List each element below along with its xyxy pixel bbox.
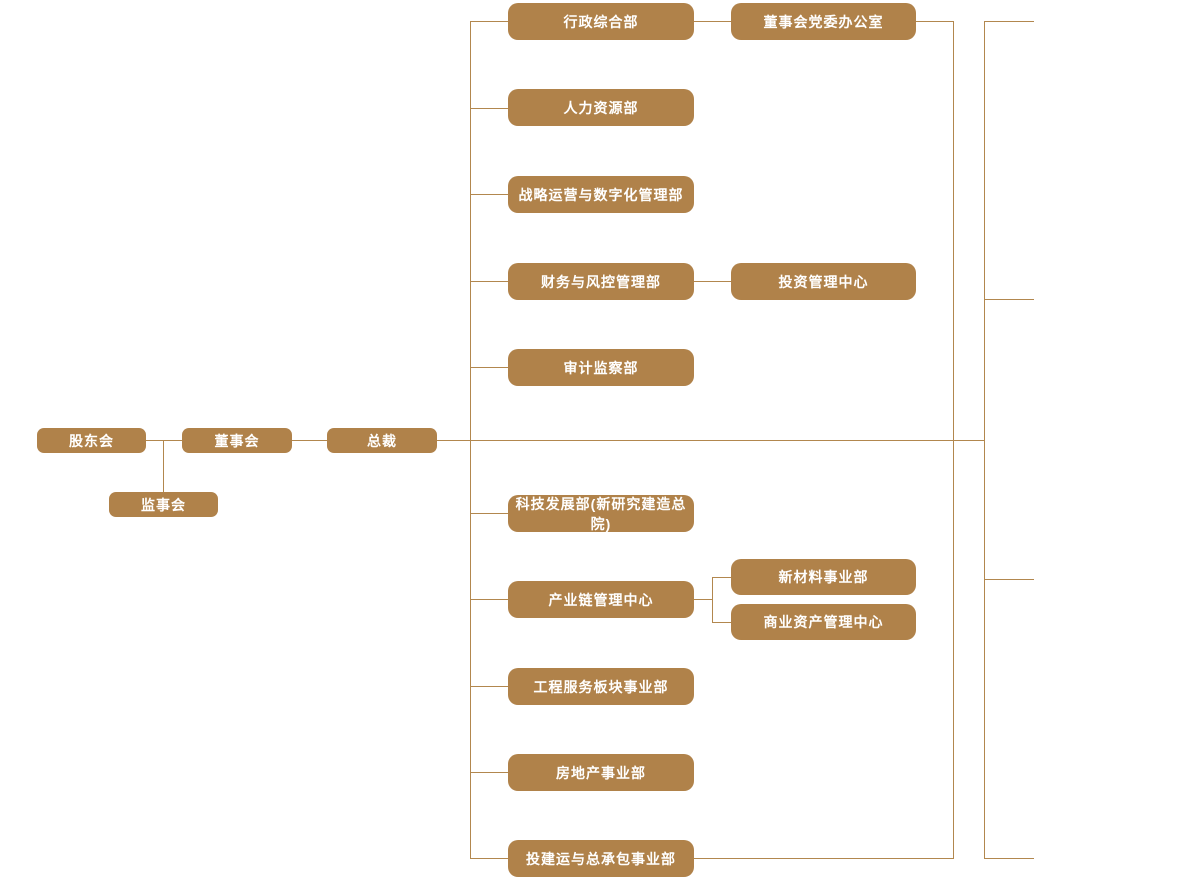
org-node-strategy-digital: 战略运营与数字化管理部 [508,176,694,213]
connector-rail-stub-1 [984,21,1034,22]
org-node-board-party-office: 董事会党委办公室 [731,3,916,40]
connector-rail-stub-4 [984,858,1034,859]
org-node-engineering-services: 工程服务板块事业部 [508,668,694,705]
org-node-board-label: 董事会 [214,432,260,449]
connector-stub-industry-chain [470,599,508,600]
connector-stub-audit [470,367,508,368]
connector-chain-to-new-materials [712,577,731,578]
org-node-invest-build-epc-label: 投建运与总承包事业部 [526,850,676,867]
connector-stub-finance [470,281,508,282]
org-node-board: 董事会 [182,428,292,453]
org-node-admin-label: 行政综合部 [563,13,639,30]
org-node-hr-label: 人力资源部 [563,99,639,116]
org-node-audit-label: 审计监察部 [563,359,639,376]
org-node-tech-dev-label: 科技发展部(新研究建造总院) [515,495,687,532]
org-node-commercial-assets: 商业资产管理中心 [731,604,916,640]
org-node-real-estate-label: 房地产事业部 [556,764,646,781]
org-node-audit: 审计监察部 [508,349,694,386]
org-node-new-materials-label: 新材料事业部 [778,569,869,585]
org-node-industry-chain-label: 产业链管理中心 [548,591,654,608]
org-node-strategy-digital-label: 战略运营与数字化管理部 [518,186,684,203]
org-node-board-party-office-label: 董事会党委办公室 [763,13,884,30]
connector-supervisory-drop [163,441,164,492]
org-node-finance-risk: 财务与风控管理部 [508,263,694,300]
org-node-shareholders: 股东会 [37,428,146,453]
org-node-industry-chain: 产业链管理中心 [508,581,694,618]
org-node-president-label: 总裁 [367,432,397,449]
connector-stub-strategy [470,194,508,195]
org-node-engineering-services-label: 工程服务板块事业部 [533,678,669,695]
connector-finance-to-investment [694,281,731,282]
org-node-supervisory: 监事会 [109,492,218,517]
connector-chain-branch-vertical [712,577,713,623]
org-node-supervisory-label: 监事会 [141,496,186,513]
connector-chain-branch-out [694,599,712,600]
org-node-investment-center: 投资管理中心 [731,263,916,300]
connector-epc-to-rail [694,858,953,859]
org-node-investment-center-label: 投资管理中心 [778,273,869,290]
connector-stub-epc [470,858,508,859]
org-node-real-estate: 房地产事业部 [508,754,694,791]
connector-department-trunk [470,21,471,859]
connector-main-horizontal [146,440,984,441]
org-node-finance-risk-label: 财务与风控管理部 [541,273,661,290]
org-node-shareholders-label: 股东会 [69,432,114,449]
org-node-president: 总裁 [327,428,437,453]
connector-stub-tech [470,513,508,514]
connector-stub-admin [470,21,508,22]
connector-right-rail-inner [953,21,954,859]
connector-chain-to-commercial-assets [712,622,731,623]
org-node-admin: 行政综合部 [508,3,694,40]
connector-rail-stub-2 [984,299,1034,300]
org-node-hr: 人力资源部 [508,89,694,126]
org-node-invest-build-epc: 投建运与总承包事业部 [508,840,694,877]
connector-party-office-to-rail [916,21,953,22]
connector-admin-to-party-office [694,21,731,22]
connector-stub-real-estate [470,772,508,773]
connector-stub-engineering [470,686,508,687]
org-node-new-materials: 新材料事业部 [731,559,916,595]
org-node-commercial-assets-label: 商业资产管理中心 [763,614,884,630]
connector-rail-stub-3 [984,579,1034,580]
connector-stub-hr [470,108,508,109]
connector-right-rail-outer [984,21,985,859]
org-node-tech-dev: 科技发展部(新研究建造总院) [508,495,694,532]
